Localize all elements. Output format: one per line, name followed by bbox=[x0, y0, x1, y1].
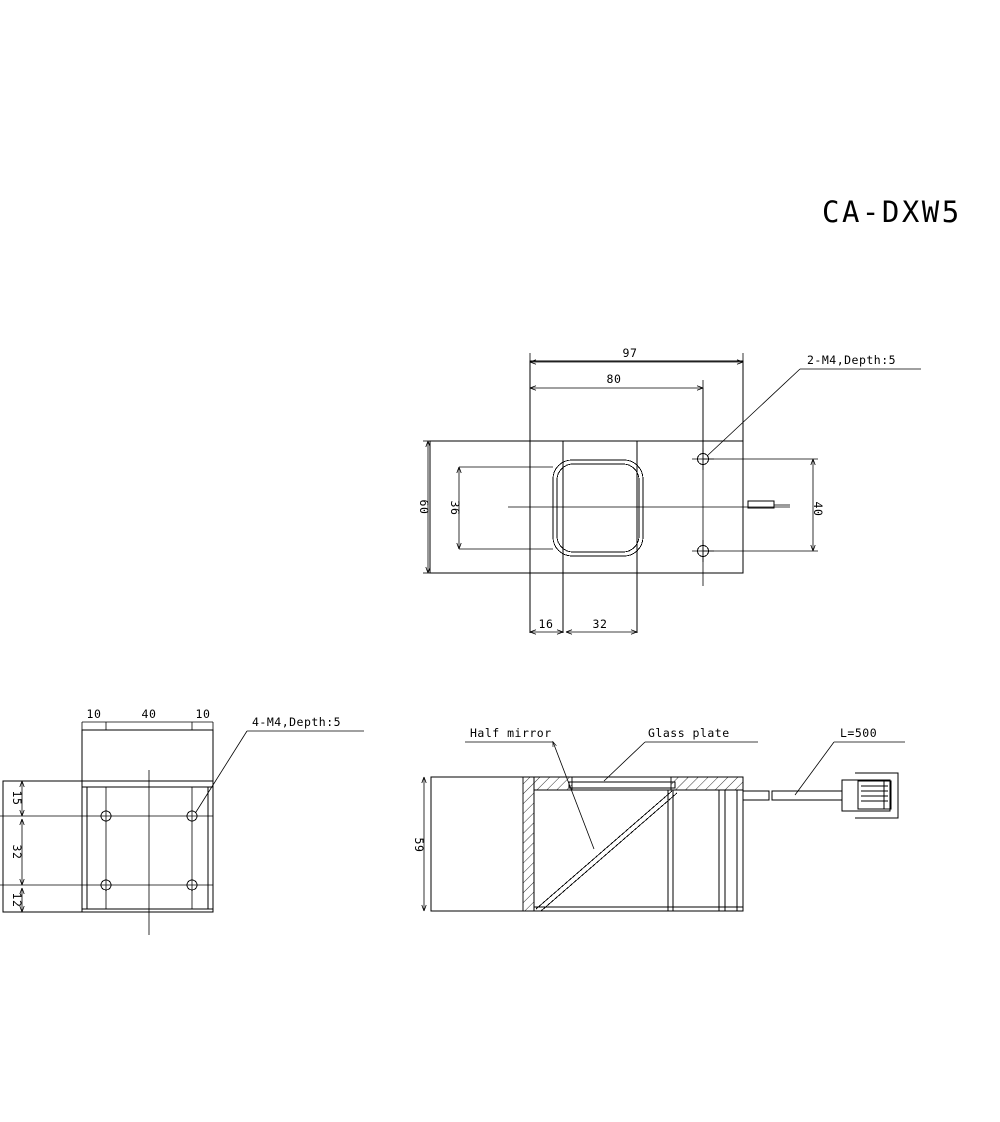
dimension-36: 36 bbox=[448, 466, 553, 550]
dimension-40: 40 bbox=[703, 458, 825, 552]
section-view: 59 Half mirror Glass plate L=500 bbox=[412, 726, 905, 912]
dimension-40-top: 40 bbox=[106, 707, 192, 723]
dimension-80-label: 80 bbox=[606, 372, 621, 386]
dimension-97-label: 97 bbox=[622, 346, 637, 360]
note-half-mirror-label: Half mirror bbox=[470, 726, 552, 740]
note-cable-length: L=500 bbox=[794, 726, 905, 796]
front-view-tapped-hole-top-left bbox=[100, 810, 112, 822]
dimension-10-left-label: 10 bbox=[86, 707, 101, 721]
dimension-16: 16 bbox=[529, 617, 564, 635]
front-view-inner-frame-2 bbox=[86, 786, 209, 910]
dimension-80: 80 bbox=[529, 372, 704, 455]
top-view-aperture-outer bbox=[552, 459, 644, 557]
note-4-m4-depth-5-label: 4-M4,Depth:5 bbox=[252, 715, 341, 729]
dimension-12: 12 bbox=[10, 887, 25, 913]
dimension-97: 97 bbox=[529, 346, 744, 365]
dimension-15-label: 15 bbox=[10, 790, 24, 805]
front-view: 10 40 10 15 32 12 bbox=[0, 707, 364, 935]
top-view-cable-stub bbox=[747, 500, 790, 509]
dimension-59: 59 bbox=[412, 776, 427, 912]
dimension-59-label: 59 bbox=[412, 837, 426, 852]
dimension-32-label: 32 bbox=[592, 617, 607, 631]
section-view-top-wall-hatch-left bbox=[533, 776, 573, 791]
dimension-60: 60 bbox=[417, 440, 431, 574]
section-view-body-outline bbox=[430, 776, 744, 912]
dimension-32-left: 32 bbox=[10, 818, 25, 886]
half-mirror bbox=[535, 790, 678, 912]
cable-connector bbox=[841, 772, 899, 819]
dimension-12-label: 12 bbox=[10, 892, 24, 907]
top-view: 97 80 60 36 bbox=[417, 346, 921, 635]
page-title: CA-DXW5 bbox=[822, 195, 962, 229]
note-glass-plate-label: Glass plate bbox=[648, 726, 730, 740]
note-2-m4-depth-5: 2-M4,Depth:5 bbox=[706, 353, 921, 457]
dimension-16-label: 16 bbox=[538, 617, 553, 631]
note-2-m4-depth-5-label: 2-M4,Depth:5 bbox=[807, 353, 896, 367]
dimension-10-right: 10 bbox=[191, 707, 214, 730]
dimension-10-right-label: 10 bbox=[195, 707, 210, 721]
dimension-32: 32 bbox=[565, 617, 638, 635]
top-view-body-outline bbox=[529, 360, 744, 574]
dimension-15: 15 bbox=[10, 780, 25, 817]
section-view-top-wall-hatch-right bbox=[670, 776, 744, 791]
dimension-36-label: 36 bbox=[448, 500, 462, 515]
front-view-inner-frame bbox=[81, 786, 214, 913]
glass-plate bbox=[568, 781, 676, 789]
dimension-10-left: 10 bbox=[81, 707, 107, 730]
dimension-60-label: 60 bbox=[417, 499, 431, 514]
dimension-40-top-label: 40 bbox=[141, 707, 156, 721]
dimension-40-label: 40 bbox=[811, 501, 825, 516]
front-view-tapped-hole-bottom-right bbox=[186, 879, 198, 891]
section-view-cable bbox=[742, 790, 843, 801]
front-view-tapped-hole-top-right bbox=[186, 810, 198, 822]
note-glass-plate: Glass plate bbox=[603, 726, 758, 782]
front-view-tapped-hole-bottom-left bbox=[100, 879, 112, 891]
front-view-flange-outline bbox=[2, 780, 214, 913]
top-view-aperture-inner bbox=[556, 463, 640, 553]
note-half-mirror: Half mirror bbox=[465, 726, 595, 850]
note-cable-length-label: L=500 bbox=[840, 726, 877, 740]
dimension-32-left-label: 32 bbox=[10, 844, 24, 859]
note-4-m4-depth-5: 4-M4,Depth:5 bbox=[195, 715, 364, 813]
section-view-left-wall-hatch bbox=[522, 776, 535, 912]
